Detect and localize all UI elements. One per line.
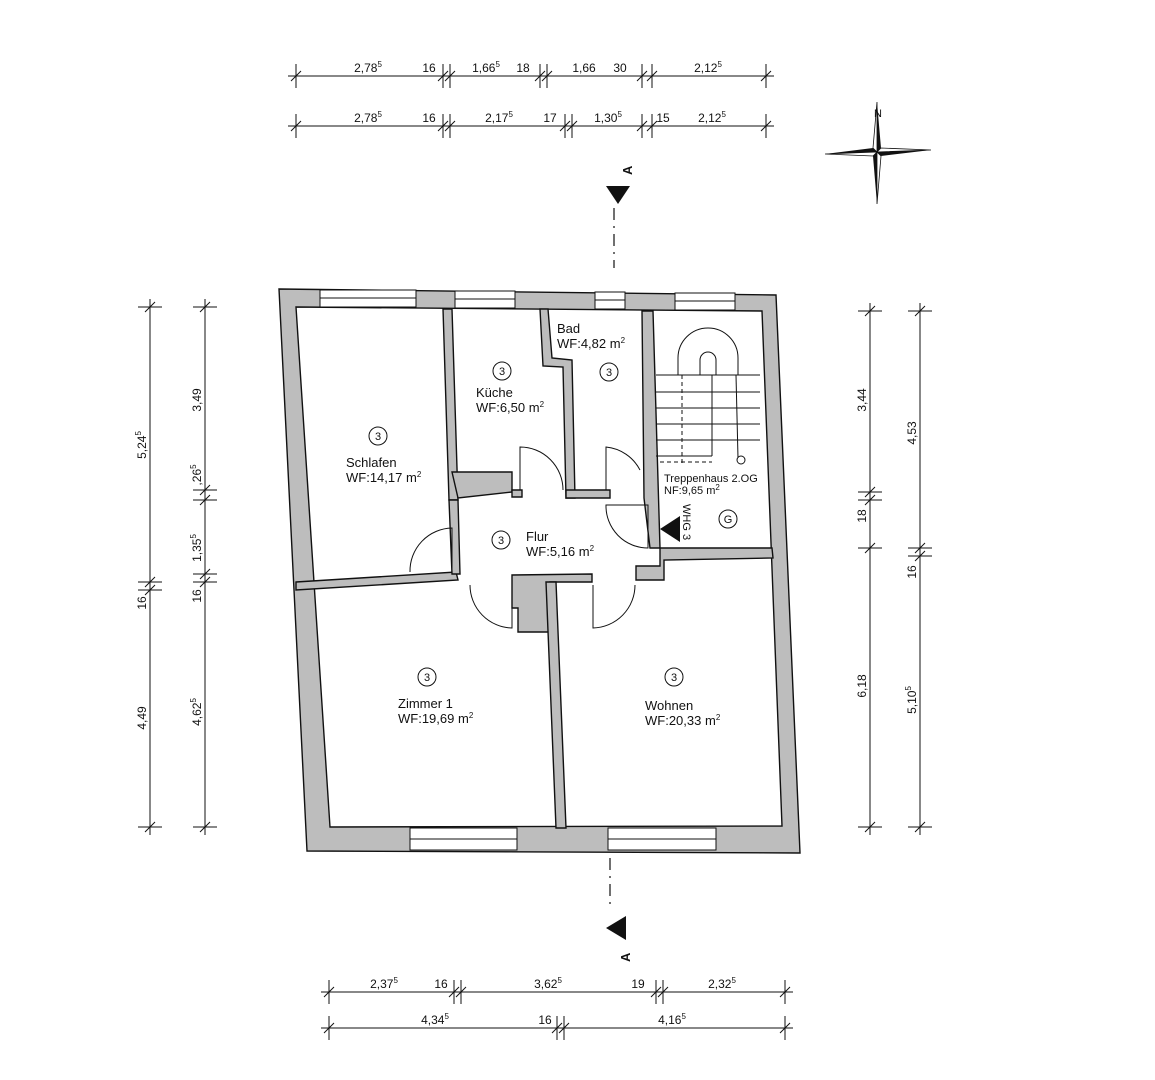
dim-right-outer-label: 4,53 [905, 421, 919, 445]
staircase [656, 327, 760, 466]
bad-area: WF:4,82 m2 [557, 336, 626, 351]
zimmer1-area: WF:19,69 m2 [398, 711, 474, 726]
dim-left-inner-label: 1,355 [189, 534, 204, 562]
flur-apartment-number: 3 [498, 535, 504, 547]
schlafen-apartment-number: 3 [375, 431, 381, 443]
dim-top-row1: 2,785 16 1,665 18 1,66 30 2,125 [288, 60, 774, 88]
dim-top-row1-label: 1,66 [572, 61, 596, 75]
dim-right-outer-label: 5,105 [904, 686, 919, 714]
zimmer1-apartment-number: 3 [424, 672, 430, 684]
dim-right-inner: 3,44 18 6,18 [855, 303, 882, 835]
dim-top-row1-label: 30 [613, 61, 627, 75]
dim-right-inner-label: 3,44 [855, 388, 869, 412]
dim-top-row1-label: 2,125 [694, 60, 722, 75]
dim-bottom-row2: 4,345 16 4,165 [321, 1012, 793, 1040]
entrance-label: WHG 3 [680, 504, 692, 540]
dim-bottom-row1-label: 2,325 [708, 976, 736, 991]
section-line-bottom: A [606, 858, 633, 962]
dim-top-row2-label: 16 [422, 111, 436, 125]
dim-bottom-row2-label: 4,345 [421, 1012, 449, 1027]
dim-top-row1-label: 2,785 [354, 60, 382, 75]
kueche-area: WF:6,50 m2 [476, 400, 545, 415]
door-treppenhaus [605, 504, 649, 549]
treppenhaus-area: NF:9,65 m2 [664, 483, 720, 497]
wall-bad-treppenhaus [641, 310, 661, 549]
kueche-name: Küche [476, 385, 513, 400]
dim-right-inner-label: 6,18 [855, 674, 869, 698]
dim-top-row1-label: 1,665 [472, 60, 500, 75]
section-arrow-bottom-icon [606, 916, 626, 940]
room-labels: 3 Schlafen WF:14,17 m2 3 Küche WF:6,50 m… [346, 321, 758, 728]
wohnen-apartment-number: 3 [671, 672, 677, 684]
north-label: N [874, 108, 882, 120]
north-arrow-icon: N [824, 101, 932, 205]
door-schlafen [409, 527, 453, 573]
dim-top-row2-label: 1,305 [594, 110, 622, 125]
section-label-top: A [620, 165, 635, 175]
dim-top-row1-label: 18 [516, 61, 530, 75]
dim-top-row2-label: 17 [543, 111, 557, 125]
door-zimmer1 [469, 584, 513, 629]
dim-left-outer-label: 5,245 [134, 431, 149, 459]
dimension-chains: 2,785 16 1,665 18 1,66 30 2,125 2,785 16 2,175 17 1… [134, 60, 932, 1040]
wall-kueche-bottom [451, 471, 513, 499]
bad-apartment-number: 3 [606, 367, 612, 379]
dim-bottom-row1-label: 19 [631, 977, 645, 991]
zimmer1-name: Zimmer 1 [398, 696, 453, 711]
section-label-bottom: A [618, 952, 633, 962]
doors [409, 446, 649, 629]
wall-flur-right [635, 547, 774, 581]
entrance-arrow-icon [660, 516, 680, 542]
wohnen-area: WF:20,33 m2 [645, 713, 721, 728]
dim-bottom-row1-label: 2,375 [370, 976, 398, 991]
treppenhaus-marker: G [724, 514, 733, 526]
wall-zimmer-wohnen [545, 581, 567, 829]
flur-area: WF:5,16 m2 [526, 544, 595, 559]
dim-bottom-row1-label: 3,625 [534, 976, 562, 991]
dim-left-outer-label: 4,49 [135, 706, 149, 730]
outer-wall [278, 288, 801, 854]
treppenhaus-name: Treppenhaus 2.OG [664, 473, 758, 485]
dim-bottom-row2-label: 4,165 [658, 1012, 686, 1027]
wall-schlafen-bottom [295, 571, 459, 591]
dim-left-inner-label: 4,625 [189, 698, 204, 726]
dim-top-row2-label: 15 [656, 111, 670, 125]
dim-bottom-row1-label: 16 [434, 977, 448, 991]
bad-name: Bad [557, 321, 580, 336]
wall-flur-top [511, 489, 611, 499]
dim-right-inner-label: 18 [855, 509, 869, 523]
dim-left-inner-label: ,265 [189, 464, 204, 486]
dim-right-outer-label: 16 [905, 565, 919, 579]
walls [278, 288, 801, 854]
section-arrow-top-icon [606, 186, 630, 204]
dim-left-inner-label: 16 [190, 589, 204, 603]
dim-bottom-row1: 2,375 16 3,625 19 2,325 [321, 976, 793, 1004]
dim-top-row2-label: 2,125 [698, 110, 726, 125]
section-line-top: A [606, 165, 635, 268]
door-kueche [519, 446, 564, 491]
dim-top-row2-label: 2,785 [354, 110, 382, 125]
wohnen-name: Wohnen [645, 698, 693, 713]
dim-left-inner: 3,49 ,265 1,355 16 4,625 [189, 299, 217, 835]
flur-name: Flur [526, 529, 549, 544]
wall-flur-left [448, 499, 461, 575]
dim-top-row2-label: 2,175 [485, 110, 513, 125]
dim-right-outer: 4,53 16 5,105 [904, 303, 932, 835]
door-wohnen [592, 584, 636, 629]
windows [319, 289, 736, 851]
door-bad [605, 446, 641, 490]
dim-top-row2: 2,785 16 2,175 17 1,305 15 2,125 [288, 110, 774, 138]
kueche-apartment-number: 3 [499, 366, 505, 378]
dim-bottom-row2-label: 16 [538, 1013, 552, 1027]
dim-left-outer-label: 16 [135, 596, 149, 610]
schlafen-name: Schlafen [346, 455, 397, 470]
dim-left-outer: 5,245 16 4,49 [134, 299, 162, 835]
schlafen-area: WF:14,17 m2 [346, 470, 422, 485]
dim-top-row1-label: 16 [422, 61, 436, 75]
dim-left-inner-label: 3,49 [190, 388, 204, 412]
